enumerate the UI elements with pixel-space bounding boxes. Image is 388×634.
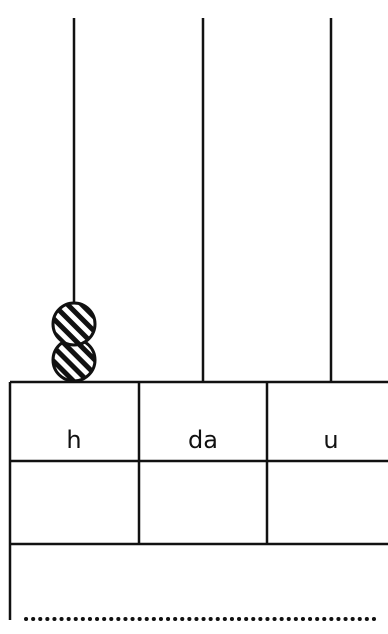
bead-h-2 bbox=[53, 303, 95, 345]
beads-group bbox=[53, 303, 95, 381]
column-label-h: h bbox=[66, 426, 81, 454]
column-label-da: da bbox=[188, 426, 218, 454]
column-label-u: u bbox=[323, 426, 338, 454]
place-value-table bbox=[10, 382, 388, 620]
